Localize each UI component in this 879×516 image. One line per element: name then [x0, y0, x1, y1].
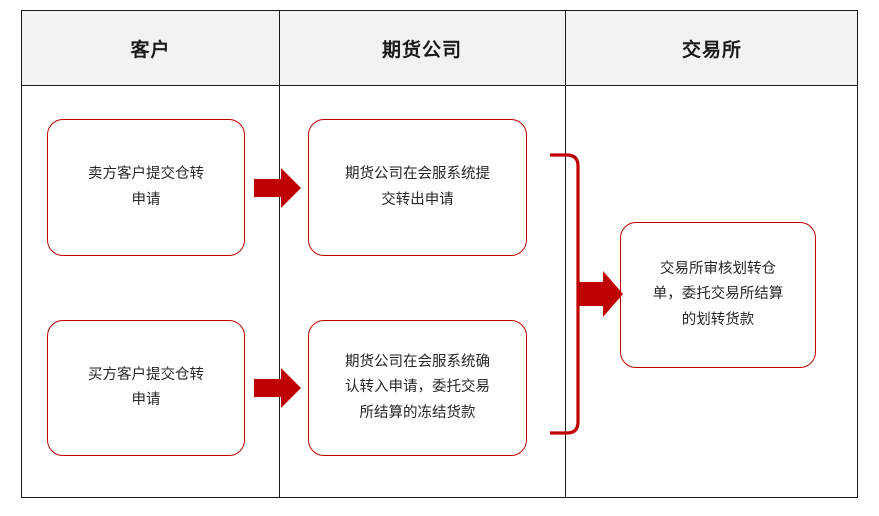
column-divider-1 [279, 11, 280, 497]
node-company-transfer-out-line-1: 期货公司在会服系统提 [345, 166, 490, 183]
node-exchange-review-line-2: 单，委托交易所结算 [652, 286, 784, 303]
node-exchange-review[interactable]: 交易所审核划转仓 单，委托交易所结算 的划转货款 [620, 222, 816, 368]
node-company-transfer-in-line-3: 所结算的冻结货款 [359, 404, 476, 421]
node-seller-request[interactable]: 卖方客户提交仓转 申请 [47, 119, 245, 256]
column-header-exchange: 交易所 [681, 40, 742, 61]
arrow-seller-to-company-icon [254, 166, 302, 210]
table-header-row [22, 11, 857, 86]
node-seller-request-line-1: 卖方客户提交仓转 [88, 166, 204, 183]
column-divider-2 [565, 11, 566, 497]
column-header-customer: 客户 [130, 40, 171, 61]
column-header-futures-company: 期货公司 [381, 40, 462, 61]
arrow-bracket-to-exchange-icon [578, 271, 623, 317]
node-seller-request-line-2: 申请 [131, 191, 161, 208]
node-company-transfer-out[interactable]: 期货公司在会服系统提 交转出申请 [308, 119, 527, 256]
node-buyer-request-line-1: 买方客户提交仓转 [88, 366, 204, 383]
node-buyer-request[interactable]: 买方客户提交仓转 申请 [47, 320, 245, 456]
bracket-connector-to-exchange [540, 146, 630, 442]
arrow-buyer-to-company-icon [254, 366, 302, 410]
node-buyer-request-line-2: 申请 [131, 392, 161, 408]
node-company-transfer-in[interactable]: 期货公司在会服系统确 认转入申请，委托交易 所结算的冻结货款 [308, 320, 527, 456]
node-exchange-review-line-3: 的划转货款 [681, 311, 755, 328]
node-exchange-review-line-1: 交易所审核划转仓 [660, 260, 776, 277]
node-company-transfer-in-line-1: 期货公司在会服系统确 [345, 353, 490, 370]
node-company-transfer-out-line-2: 交转出申请 [381, 191, 454, 208]
swimlane-table: 客户 期货公司 交易所 [21, 10, 858, 498]
node-company-transfer-in-line-2: 认转入申请，委托交易 [345, 379, 490, 396]
